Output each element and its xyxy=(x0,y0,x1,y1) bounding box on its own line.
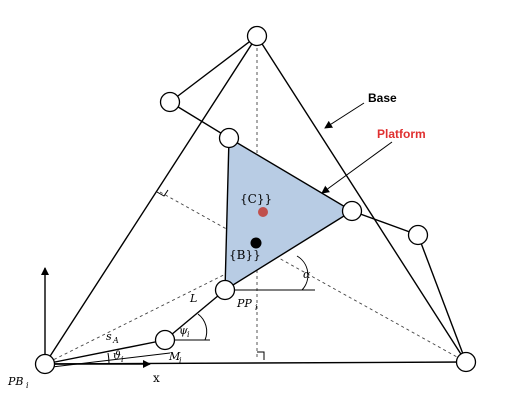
callout-arrows xyxy=(321,102,393,194)
pb-subscript: i xyxy=(26,381,29,390)
base-label: Base xyxy=(368,91,397,105)
robot-legs xyxy=(44,35,467,365)
link-length-label: L xyxy=(189,292,197,305)
right-angle-markers xyxy=(156,189,265,360)
base-joint-right xyxy=(455,351,477,373)
angle-guides xyxy=(51,255,315,368)
sa-subscript: A xyxy=(112,336,119,345)
theta-subscript: i xyxy=(121,355,124,364)
base-joint-top xyxy=(246,25,268,47)
theta-label: ϑ xyxy=(113,349,121,362)
mi-subscript: i xyxy=(179,356,182,365)
pb-label: PB xyxy=(7,375,24,388)
alpha-label: α xyxy=(303,268,311,281)
frame-c-label: {C}} xyxy=(240,192,272,206)
mi-label: M xyxy=(168,350,181,363)
frame-c-point xyxy=(258,207,268,217)
base-joint-left xyxy=(34,353,56,375)
pp-subscript: i xyxy=(255,303,258,312)
frame-b-label: {B}} xyxy=(229,248,261,262)
frame-b-point xyxy=(250,237,262,249)
platform-joint-left xyxy=(214,279,236,301)
platform-label: Platform xyxy=(377,127,426,141)
sa-label: s xyxy=(106,330,112,343)
platform-triangle xyxy=(224,136,354,292)
coordinate-axes xyxy=(41,267,151,368)
platform-joint-top xyxy=(218,127,240,149)
joints xyxy=(34,25,477,375)
psi-subscript: i xyxy=(187,330,190,339)
mid-joint-left xyxy=(154,329,176,351)
platform-joint-right xyxy=(341,200,363,222)
pp-label: PP xyxy=(236,297,252,310)
mid-joint-right xyxy=(407,224,429,246)
mid-joint-top xyxy=(159,91,181,113)
x-axis-label: x xyxy=(153,371,160,385)
psi-label: ψ xyxy=(179,324,188,337)
